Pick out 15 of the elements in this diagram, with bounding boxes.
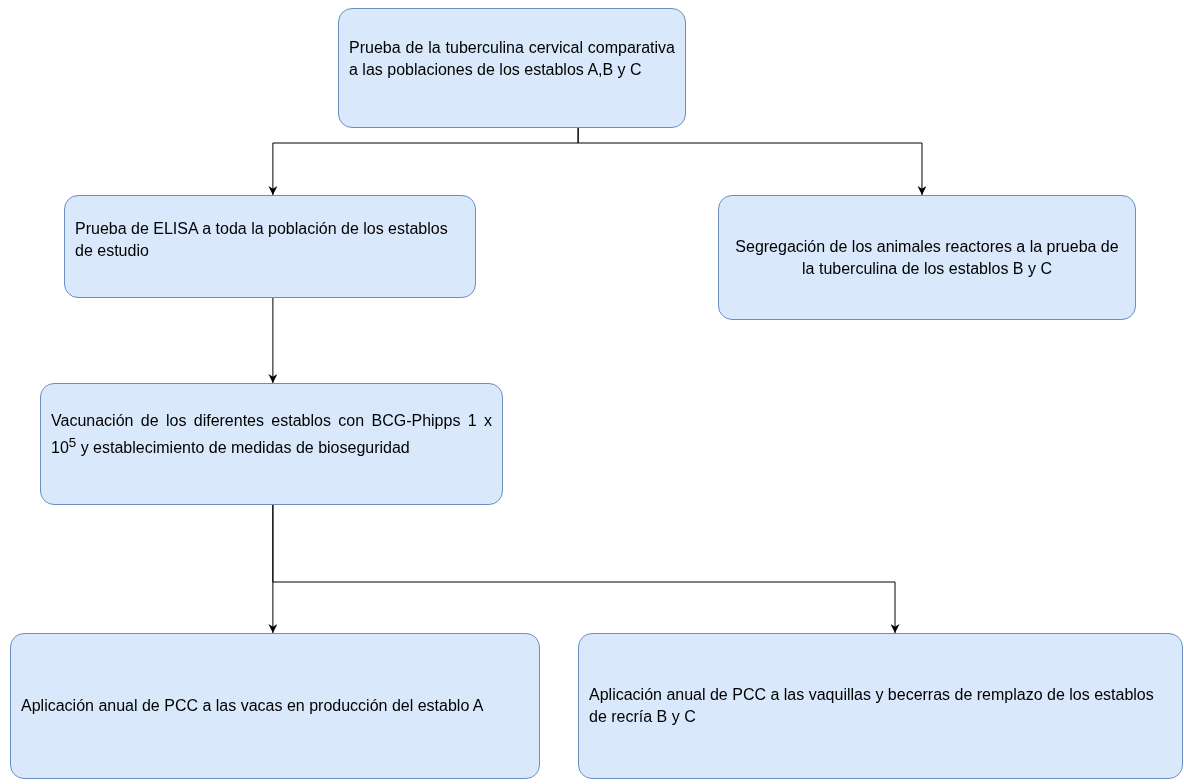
process-box xyxy=(578,633,1183,779)
process-box xyxy=(718,195,1136,320)
process-box xyxy=(64,195,476,298)
box-text: Segregación de los animales reactores a la prueba de la tuberculina de los establos B y C xyxy=(734,236,1120,279)
process-box xyxy=(10,633,540,779)
box-text: Aplicación anual de PCC a las vaquillas y becerras de remplazo de los establos de recría B y C xyxy=(589,685,1155,727)
process-box xyxy=(40,383,503,505)
box-text: Prueba de la tuberculina cervical comparativa a las poblaciones de los establos A,B y C xyxy=(349,38,675,80)
box-text: Prueba de ELISA a toda la población de los establos de estudio xyxy=(75,219,449,261)
process-box xyxy=(338,8,686,128)
box-text: Aplicación anual de PCC a las vacas en producción del establo A xyxy=(21,696,485,716)
box-text: Vacunación de los diferentes establos con BCG-Phipps 1 x 10$^{5}$ y establecimiento de medidas de bioseguridad xyxy=(51,411,492,459)
arrow xyxy=(577,127,927,196)
arrow xyxy=(268,297,278,384)
arrow xyxy=(272,504,900,634)
